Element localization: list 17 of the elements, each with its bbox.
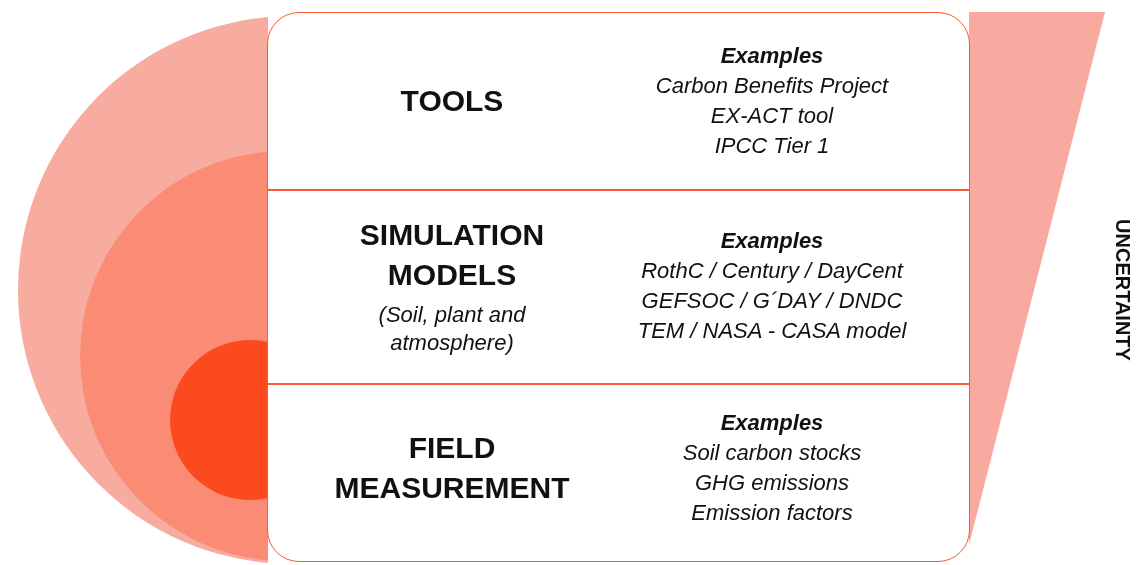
example-item: Carbon Benefits Project: [655, 71, 889, 100]
axis-label: UNCERTAINTY: [1110, 219, 1134, 361]
example-item: GEFSOC / G´DAY / DNDC: [641, 287, 903, 315]
examples-heading: Examples: [720, 227, 824, 255]
example-item: TEM / NASA - CASA model: [637, 317, 907, 345]
examples-heading: Examples: [720, 409, 824, 437]
tier-title: FIELD MEASUREMENT: [333, 430, 571, 506]
example-item: RothC / Century / DayCent: [641, 257, 903, 285]
tier-title: SIMULATION MODELS: [358, 217, 546, 293]
tier-title: TOOLS: [400, 82, 504, 119]
example-item: Emission factors: [691, 499, 853, 527]
example-item: IPCC Tier 1: [714, 131, 830, 160]
examples-heading: Examples: [720, 41, 824, 70]
example-item: Soil carbon stocks: [682, 439, 862, 467]
example-item: EX-ACT tool: [710, 101, 834, 130]
example-item: GHG emissions: [694, 469, 849, 497]
tier-subtitle: (Soil, plant and atmosphere): [377, 301, 527, 357]
